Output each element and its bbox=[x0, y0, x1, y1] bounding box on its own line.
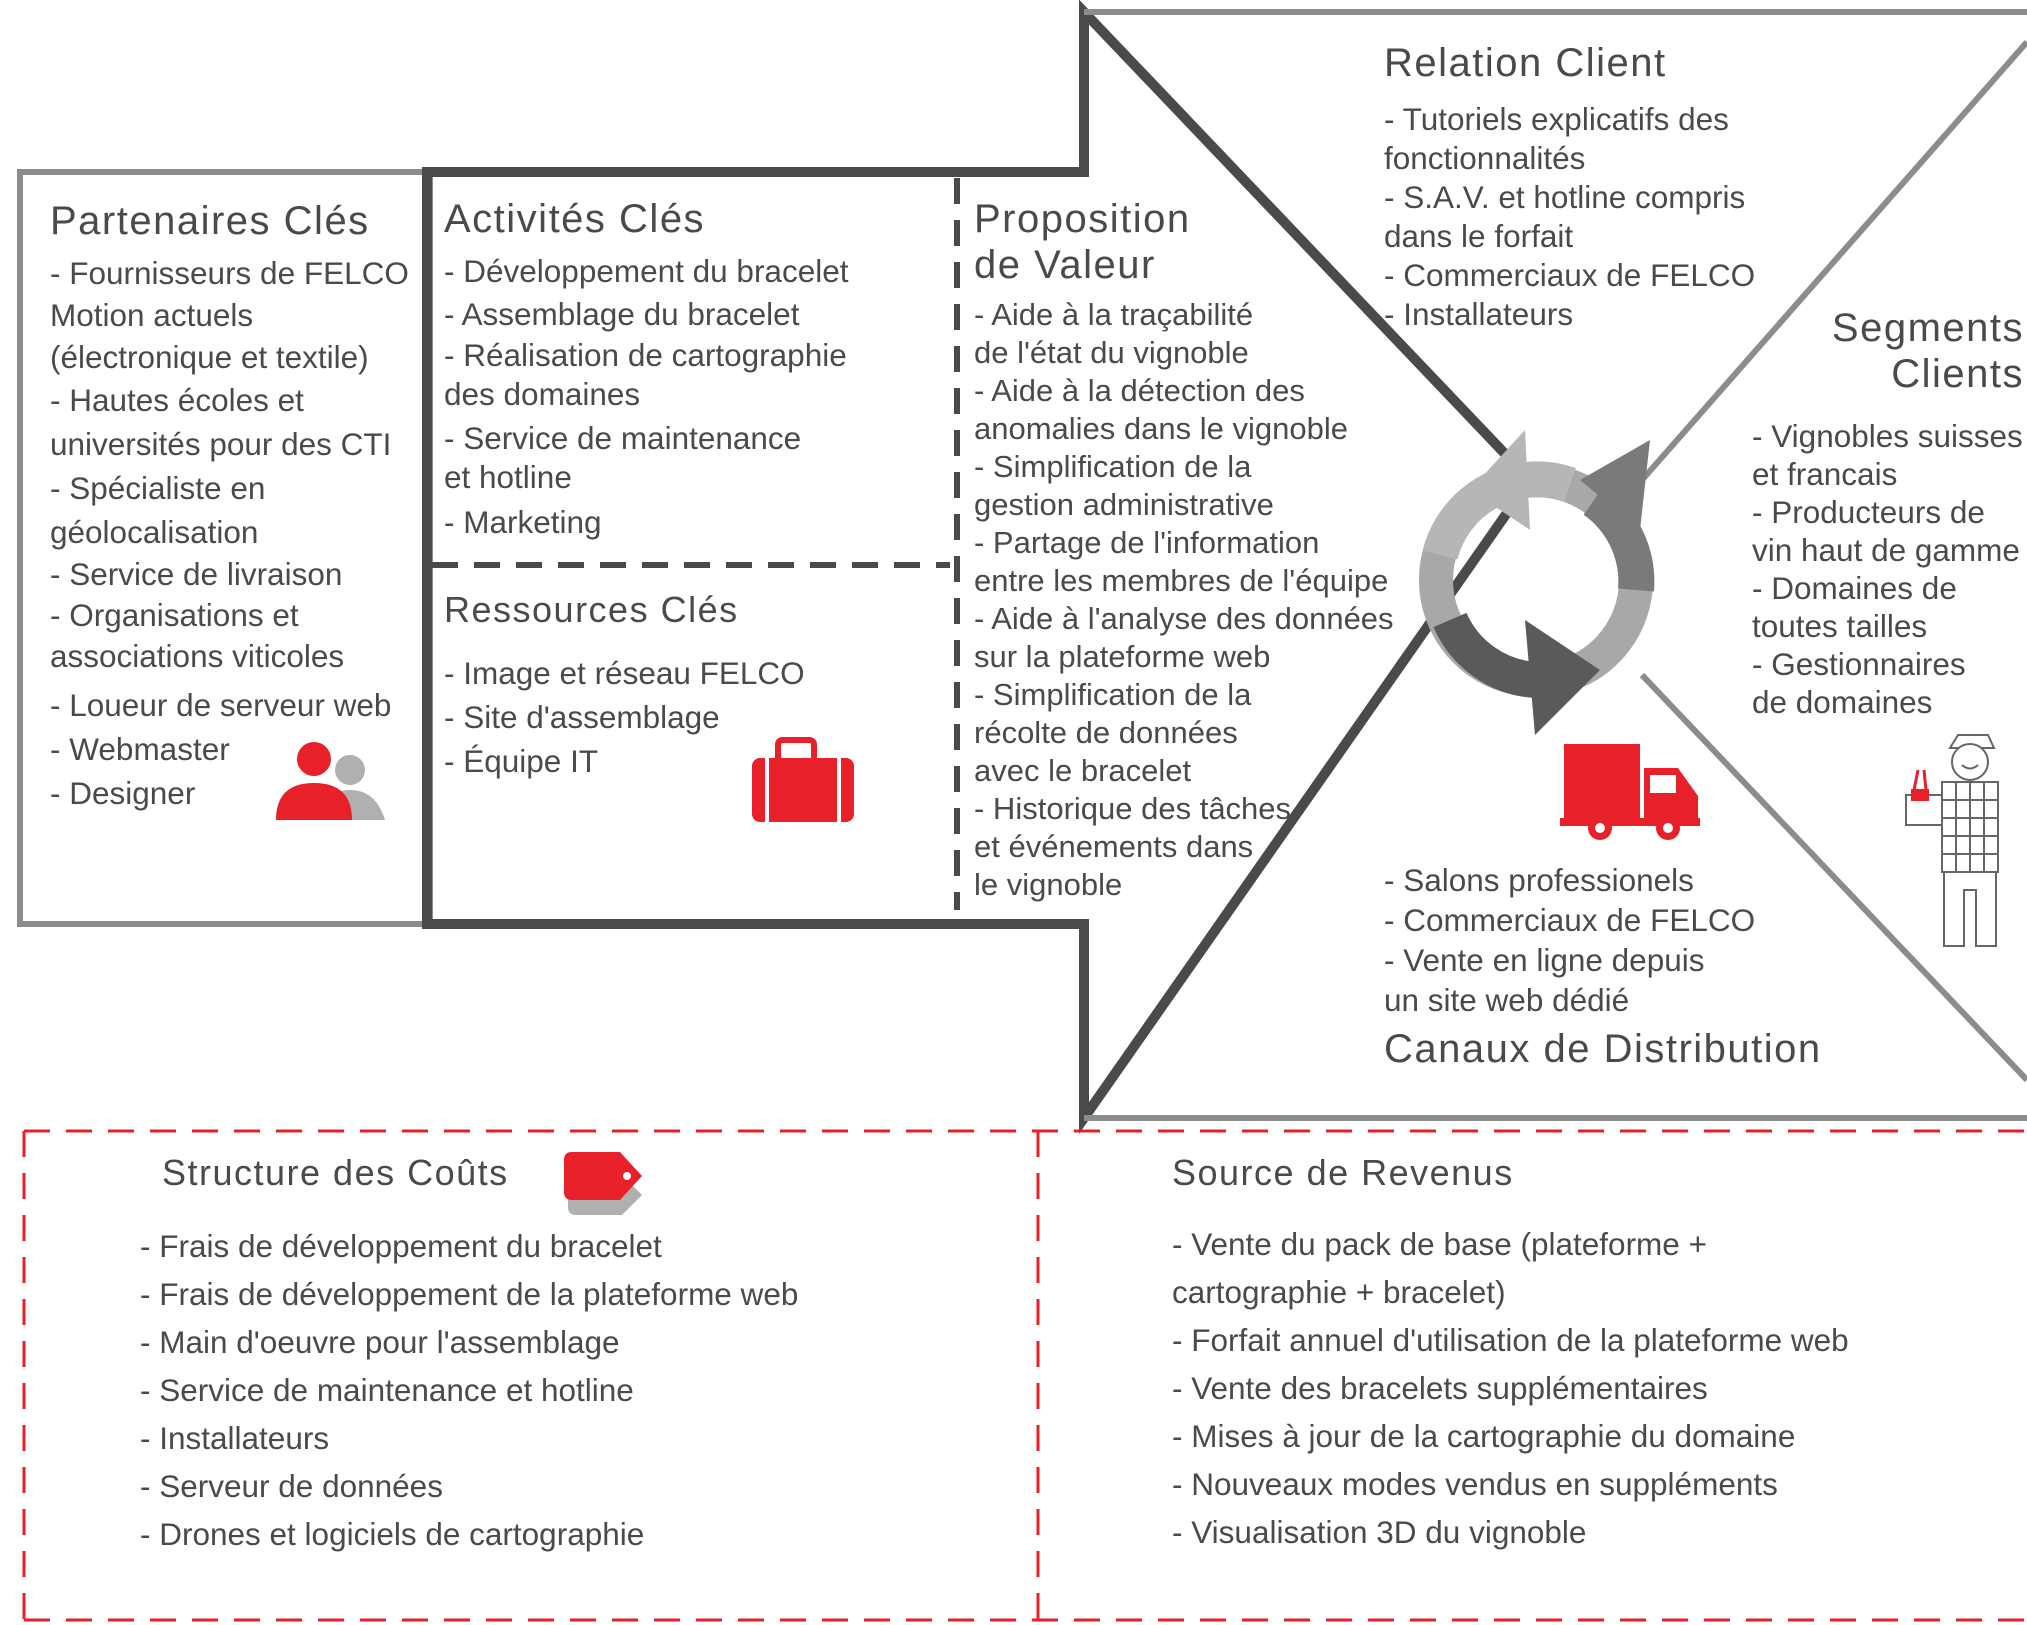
list-item: - Salons professionels bbox=[1384, 862, 1694, 898]
relation-section: Relation Client - Tutoriels explicatifs … bbox=[1384, 40, 1824, 334]
segments-title: Segments Clients bbox=[1831, 306, 2024, 396]
activites-list: - Développement du bracelet - Assemblage… bbox=[444, 250, 944, 544]
couts-title: Structure des Coûts bbox=[162, 1152, 509, 1193]
revenus-title: Source de Revenus bbox=[1172, 1152, 1514, 1193]
truck-icon bbox=[1560, 744, 1700, 840]
list-item: - Vente en ligne depuis un site web dédi… bbox=[1384, 942, 1705, 1018]
diagonal-lower-right bbox=[1639, 672, 2027, 1083]
canaux-title: Canaux de Distribution bbox=[1384, 1027, 1822, 1071]
couts-section: - Frais de développement du bracelet - F… bbox=[140, 1222, 1020, 1558]
briefcase-icon bbox=[752, 737, 854, 822]
revenus-list: - Vente du pack de base (plateforme + ca… bbox=[1172, 1220, 2022, 1556]
list-item: cartographie + bracelet) bbox=[1172, 1274, 1506, 1310]
list-item: - Webmaster bbox=[50, 731, 230, 767]
list-item: - Aide à la traçabilité de l'état du vig… bbox=[974, 297, 1254, 370]
proposition-list: - Aide à la traçabilité de l'état du vig… bbox=[974, 296, 1434, 904]
couts-title-wrap: Structure des Coûts bbox=[162, 1150, 509, 1196]
list-item: - Service de maintenance et hotline bbox=[140, 1372, 634, 1408]
list-item: - Vente des bracelets supplémentaires bbox=[1172, 1370, 1708, 1406]
list-item: - Installateurs bbox=[140, 1420, 330, 1456]
list-item: - Vente du pack de base (plateforme + bbox=[1172, 1226, 1707, 1262]
value-arrow-outline bbox=[422, 0, 1537, 1134]
list-item: - Réalisation de cartographie des domain… bbox=[444, 337, 847, 412]
ressources-section: Ressources Clés - Image et réseau FELCO … bbox=[444, 587, 944, 783]
partenaires-title: Partenaires Clés bbox=[50, 199, 370, 243]
canaux-list: - Salons professionels - Commerciaux de … bbox=[1384, 860, 1884, 1020]
list-item: - Main d'oeuvre pour l'assemblage bbox=[140, 1324, 620, 1360]
segments-section: Segments Clients - Vignobles suisses et … bbox=[1752, 305, 2024, 721]
activites-title: Activités Clés bbox=[444, 197, 706, 241]
list-item: - Producteurs de vin haut de gamme bbox=[1752, 494, 2020, 568]
list-item: - Visualisation 3D du vignoble bbox=[1172, 1514, 1587, 1550]
list-item: - Drones et logiciels de cartographie bbox=[140, 1516, 645, 1552]
ressources-list: - Image et réseau FELCO - Site d'assembl… bbox=[444, 651, 944, 783]
list-item: - Image et réseau FELCO bbox=[444, 655, 805, 691]
list-item: - Designer bbox=[50, 775, 196, 811]
list-item: - Développement du bracelet bbox=[444, 253, 849, 289]
list-item: - Historique des tâches et événements da… bbox=[974, 791, 1292, 902]
list-item: - Forfait annuel d'utilisation de la pla… bbox=[1172, 1322, 1849, 1358]
list-item: - Assemblage du bracelet bbox=[444, 296, 800, 332]
winegrower-icon bbox=[1905, 734, 1999, 947]
list-item: - Marketing bbox=[444, 504, 602, 540]
list-item: - Loueur de serveur web bbox=[50, 687, 392, 723]
list-item: - Service de maintenance et hotline bbox=[444, 420, 802, 495]
ressources-title: Ressources Clés bbox=[444, 589, 739, 630]
list-item: - Organisations et associations viticole… bbox=[50, 597, 345, 674]
diagonal-upper-right bbox=[1639, 40, 2027, 482]
proposition-title: Proposition de Valeur bbox=[974, 197, 1191, 287]
list-item: - Équipe IT bbox=[444, 743, 599, 779]
list-item: - Serveur de données bbox=[140, 1468, 443, 1504]
people-icon bbox=[276, 742, 385, 820]
segments-list: - Vignobles suisses et francais - Produc… bbox=[1752, 417, 2024, 721]
couts-list: - Frais de développement du bracelet - F… bbox=[140, 1222, 1020, 1558]
activites-section: Activités Clés - Développement du bracel… bbox=[444, 196, 944, 544]
canaux-section: - Salons professionels - Commerciaux de … bbox=[1384, 860, 1884, 1072]
list-item: - Frais de développement de la plateform… bbox=[140, 1276, 799, 1312]
list-item: - Tutoriels explicatifs des fonctionnali… bbox=[1384, 101, 1729, 176]
list-item: - Aide à l'analyse des données sur la pl… bbox=[974, 601, 1394, 674]
list-item: - Domaines de toutes tailles bbox=[1752, 570, 1957, 644]
price-tag-icon bbox=[564, 1152, 642, 1215]
partenaires-list: - Fournisseurs de FELCO Motion actuels (… bbox=[50, 252, 425, 815]
relation-title: Relation Client bbox=[1384, 41, 1667, 85]
list-item: - Commerciaux de FELCO bbox=[1384, 257, 1756, 293]
list-item: - Partage de l'information entre les mem… bbox=[974, 525, 1389, 598]
list-item: - S.A.V. et hotline compris dans le forf… bbox=[1384, 179, 1746, 254]
partenaires-section: Partenaires Clés - Fournisseurs de FELCO… bbox=[50, 198, 425, 815]
relation-list: - Tutoriels explicatifs des fonctionnali… bbox=[1384, 100, 1824, 334]
list-item: - Aide à la détection des anomalies dans… bbox=[974, 373, 1348, 446]
list-item: - Vignobles suisses et francais bbox=[1752, 418, 2023, 492]
list-item: - Gestionnaires de domaines bbox=[1752, 646, 1966, 720]
list-item: - Simplification de la gestion administr… bbox=[974, 449, 1274, 522]
list-item: - Commerciaux de FELCO bbox=[1384, 902, 1756, 938]
refresh-cycle-icon bbox=[1419, 430, 1655, 735]
list-item: - Spécialiste en géolocalisation bbox=[50, 470, 266, 550]
list-item: - Hautes écoles et universités pour des … bbox=[50, 382, 392, 462]
revenus-section: Source de Revenus - Vente du pack de bas… bbox=[1172, 1150, 2022, 1556]
proposition-section: Proposition de Valeur - Aide à la traçab… bbox=[974, 196, 1434, 904]
list-item: - Simplification de la récolte de donnée… bbox=[974, 677, 1252, 788]
list-item: - Site d'assemblage bbox=[444, 699, 720, 735]
list-item: - Fournisseurs de FELCO Motion actuels (… bbox=[50, 255, 409, 375]
list-item: - Frais de développement du bracelet bbox=[140, 1228, 662, 1264]
list-item: - Mises à jour de la cartographie du dom… bbox=[1172, 1418, 1796, 1454]
list-item: - Service de livraison bbox=[50, 556, 343, 592]
list-item: - Nouveaux modes vendus en suppléments bbox=[1172, 1466, 1778, 1502]
list-item: - Installateurs bbox=[1384, 296, 1574, 332]
